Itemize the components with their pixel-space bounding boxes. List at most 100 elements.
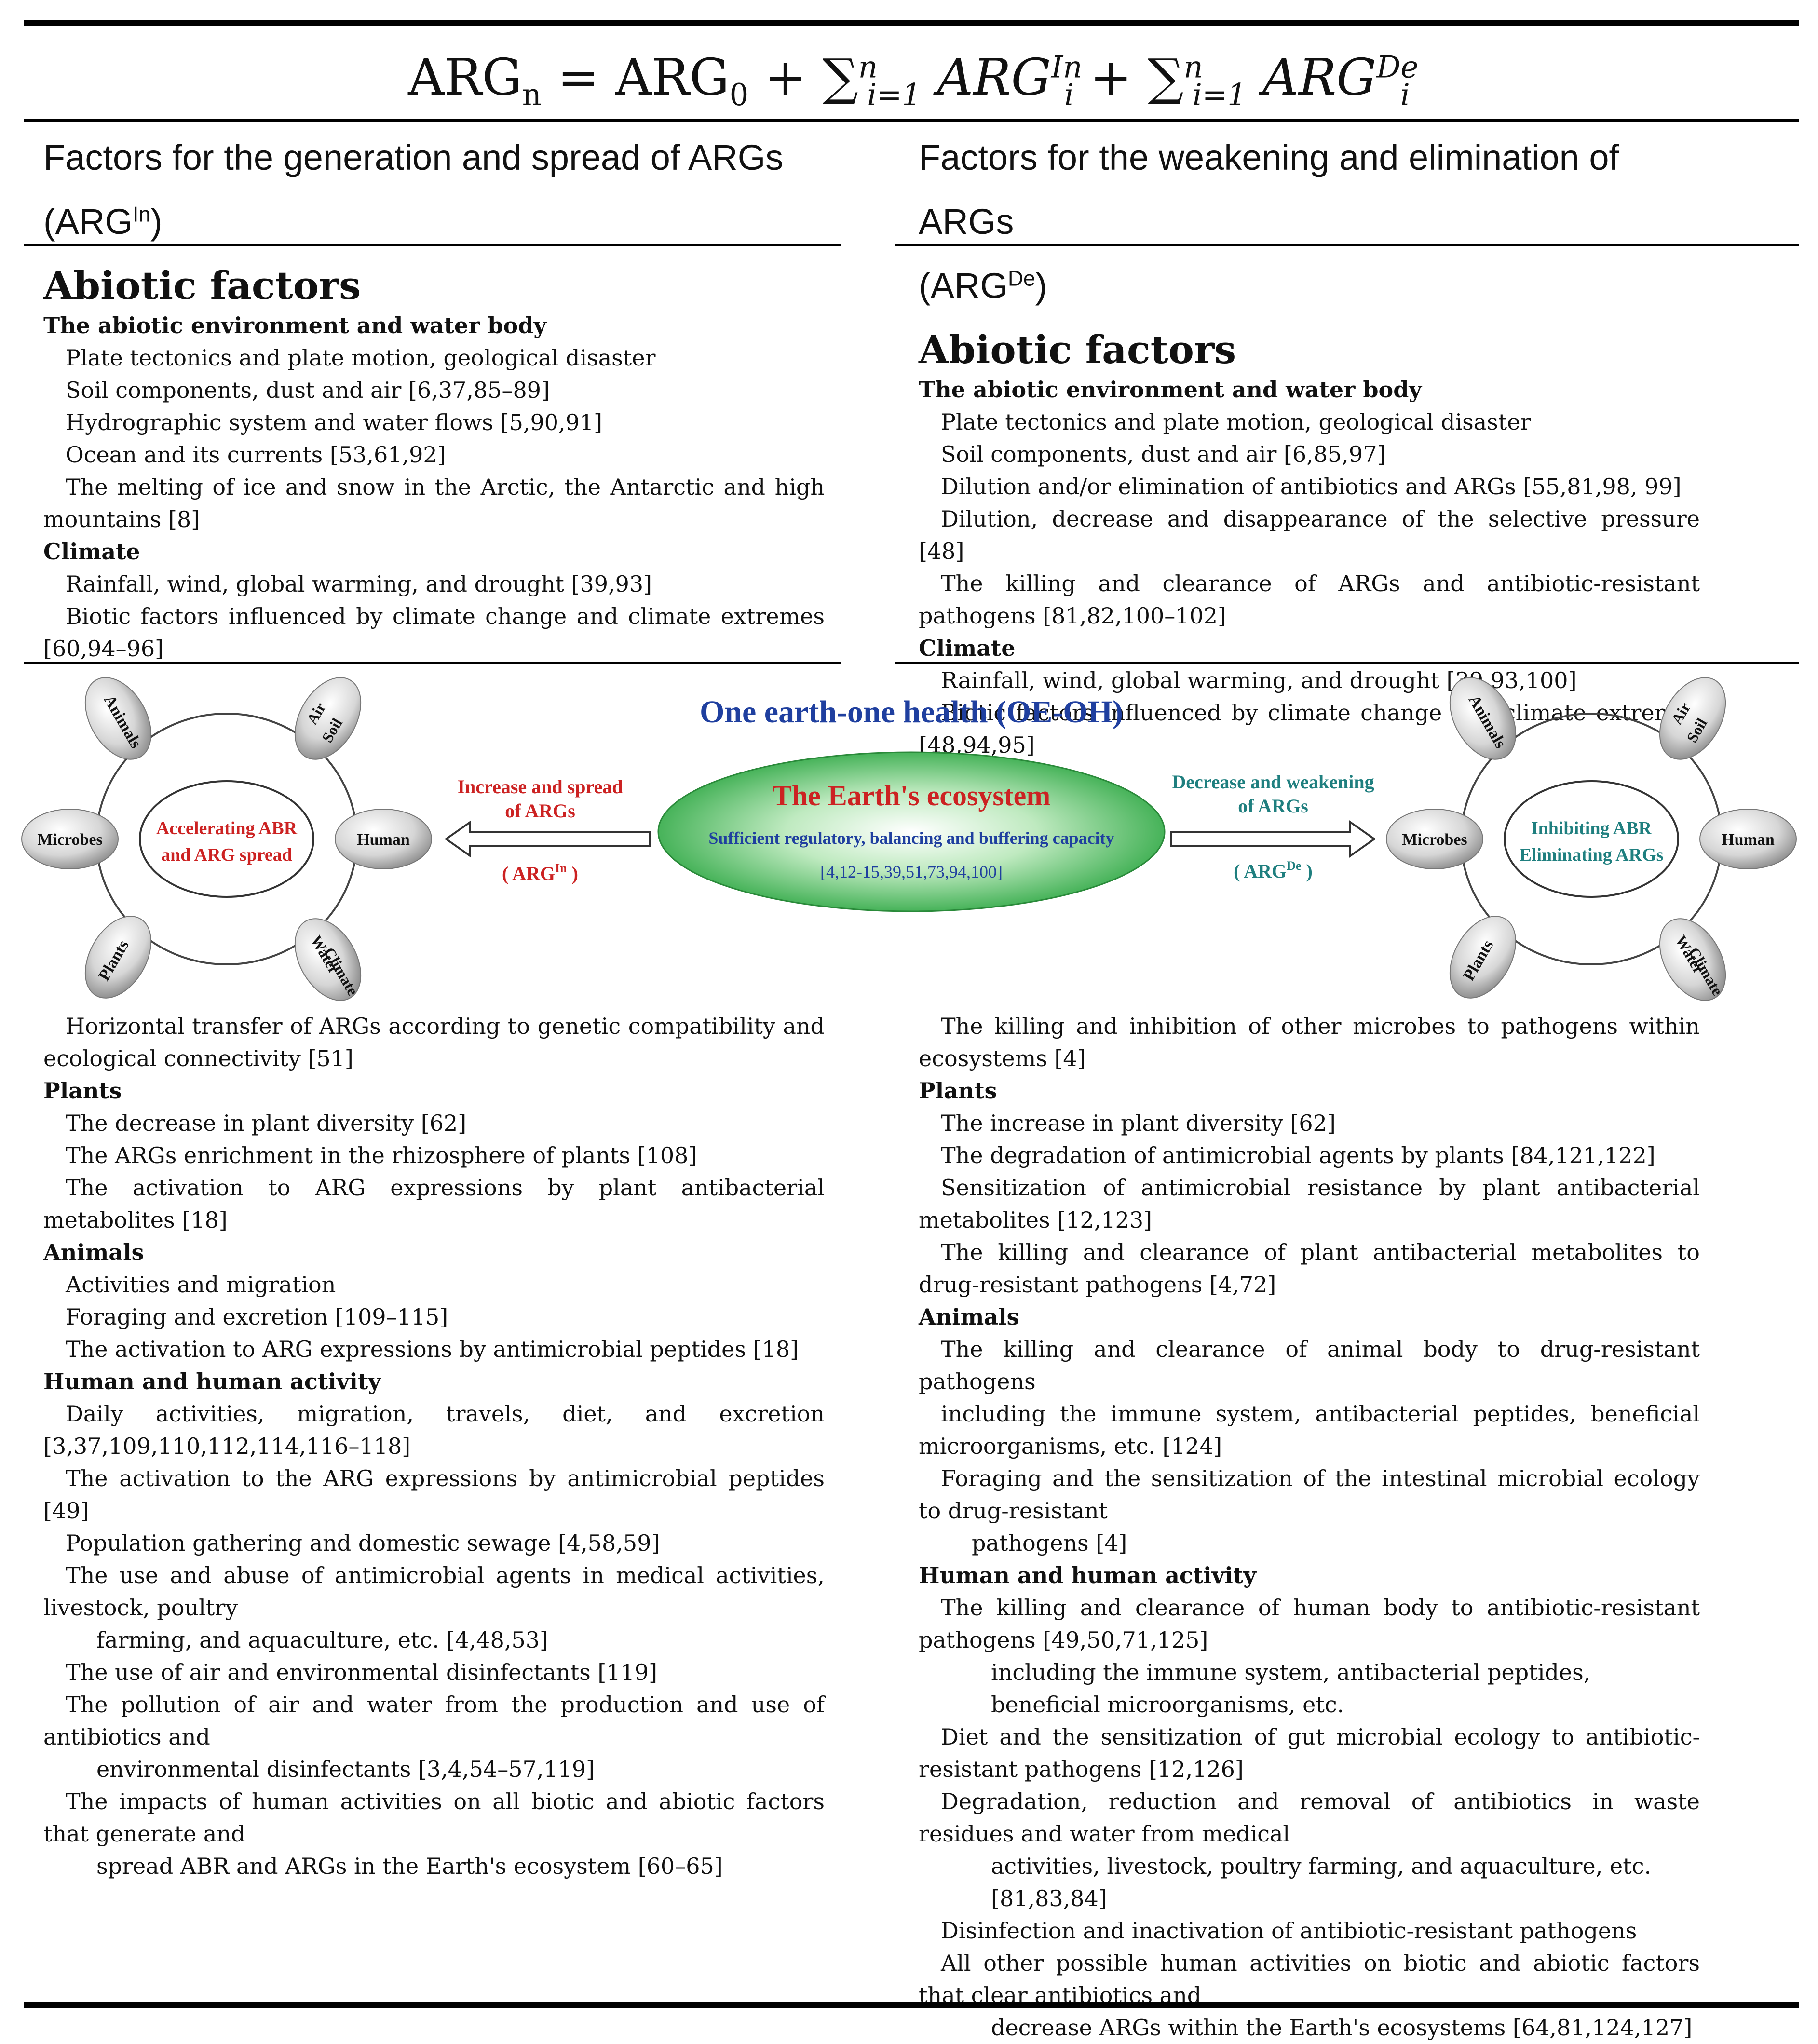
node-shape [294,677,362,760]
node-shape [1449,677,1517,760]
factor-item: including the immune system, antibacteri… [991,1659,1591,1718]
section-title: The abiotic environment and water body [919,377,1422,403]
earth-ecosystem-refs: [4,12-15,39,51,73,94,100] [820,862,1003,881]
formula-rule [24,119,1799,122]
microbes-node: Microbes [1386,809,1483,869]
left-arrow-tag: ( ARGIn ) [502,861,578,884]
factor-item: The activation to the ARG expressions by… [43,1465,825,1524]
animals-node: Animals [84,677,152,760]
factor-item: The killing and inhibition of other micr… [919,1013,1700,1071]
node-shape [1449,916,1517,999]
plants-node: Plants [84,916,152,999]
right-lower-column: The killing and inhibition of other micr… [919,1010,1700,2044]
node-shape [1659,677,1726,760]
plants-node: Plants [1449,916,1517,999]
node-shape [1699,809,1797,869]
factor-item: Sensitization of antimicrobial resistanc… [919,1175,1700,1233]
factor-item: The pollution of air and water from the … [43,1692,825,1750]
node-shape [84,916,152,999]
figure-title: One earth-one health (OE-OH) [700,694,1123,730]
factor-item: Soil components, dust and air [6,37,85–8… [66,377,550,403]
factor-item: Diet and the sensitization of gut microb… [919,1724,1700,1782]
factor-item: The activation to ARG expressions by pla… [43,1175,825,1233]
factor-item: Ocean and its currents [53,61,92] [66,442,446,468]
factor-item: Foraging and excretion [109–115] [66,1304,448,1330]
right-arrow-tag: ( ARGDe ) [1234,859,1313,882]
factor-item: farming, and aquaculture, etc. [4,48,53] [96,1627,548,1653]
factor-item: Biotic factors influenced by climate cha… [919,700,1700,758]
bottom-rule [24,2002,1799,2008]
inner-ellipse [139,780,314,898]
node-shape [84,677,152,760]
factor-item: The killing and clearance of plant antib… [919,1239,1700,1298]
node-shape [21,809,119,869]
factor-item: The decrease in plant diversity [62] [66,1110,467,1136]
left-column-header: Factors for the generation and spread of… [43,137,784,242]
left-lower-column: Horizontal transfer of ARGs according to… [43,1010,825,1882]
node-label: Human [1722,831,1775,849]
factor-item: Hydrographic system and water flows [5,9… [66,409,603,435]
factor-item: The activation to ARG expressions by ant… [66,1336,799,1362]
left-abiotic-title: Abiotic factors [43,263,361,308]
inner-label: Eliminating ARGs [1520,845,1664,865]
node-shape [335,809,432,869]
node-label: Microbes [1402,831,1467,849]
factor-item: Dilution, decrease and disappearance of … [919,506,1700,564]
factor-item: activities, livestock, poultry farming, … [991,1853,1652,1911]
inner-label: Accelerating ABR [156,818,298,839]
left-upper-column: Factors for the generation and spread of… [43,125,825,665]
factor-item: The use of air and environmental disinfe… [66,1659,658,1685]
section-title: Plants [43,1078,122,1104]
section-title: Climate [43,539,140,565]
left-arrow-label-2: of ARGs [505,800,575,822]
factor-item: Rainfall, wind, global warming, and drou… [66,571,652,597]
node-shape [294,918,362,1001]
factor-item: The killing and clearance of human body … [919,1595,1700,1653]
left-section-end-rule [24,662,841,664]
right-abiotic-title: Abiotic factors [919,327,1236,372]
factor-item: Activities and migration [66,1272,336,1298]
section-title: Animals [919,1304,1019,1330]
factor-item: pathogens [4] [972,1530,1127,1556]
inner-label: and ARG spread [161,845,292,865]
node-shape [1659,918,1726,1001]
factor-item: The killing and clearance of ARGs and an… [919,570,1700,629]
factor-item: Horizontal transfer of ARGs according to… [43,1013,825,1071]
section-title: Human and human activity [919,1562,1256,1588]
right-arrow-label-2: of ARGs [1238,795,1308,817]
factor-item: The ARGs enrichment in the rhizosphere o… [66,1142,697,1168]
section-title: The abiotic environment and water body [43,312,547,338]
right-arrow [1170,820,1376,858]
left-header-rule [24,244,841,246]
right-section-end-rule [895,662,1799,664]
factor-item: Dilution and/or elimination of antibioti… [941,474,1682,500]
factor-item: The impacts of human activities on all b… [43,1788,825,1847]
factor-item: Foraging and the sensitization of the in… [919,1465,1700,1524]
earth-ecosystem-subtitle: Sufficient regulatory, balancing and buf… [708,828,1114,848]
factor-item: The melting of ice and snow in the Arcti… [43,474,825,532]
factor-item: Soil components, dust and air [6,85,97] [941,441,1386,467]
section-title: Animals [43,1239,144,1265]
factor-item: decrease ARGs within the Earth's ecosyst… [991,2015,1693,2041]
right-arrow-label-1: Decrease and weakening [1172,771,1374,793]
factor-item: The use and abuse of antimicrobial agent… [43,1562,825,1621]
factor-item: The killing and clearance of animal body… [919,1336,1700,1394]
section-title: Climate [919,635,1016,661]
inner-ellipse [1504,780,1679,898]
right-header-rule [895,244,1799,246]
factor-item: Population gathering and domestic sewage… [66,1530,660,1556]
factor-item: The degradation of antimicrobial agents … [941,1142,1655,1168]
factor-item: Disinfection and inactivation of antibio… [941,1918,1637,1944]
factor-item: spread ABR and ARGs in the Earth's ecosy… [96,1853,723,1879]
earth-ecosystem-ellipse [657,751,1166,912]
right-upper-column: Factors for the weakening and eliminatio… [919,125,1700,761]
oe-oh-figure: One earth-one health (OE-OH) The Earth's… [21,677,1797,1001]
factor-item: Plate tectonics and plate motion, geolog… [941,409,1531,435]
node-label: Human [357,831,410,849]
node-shape [1386,809,1483,869]
